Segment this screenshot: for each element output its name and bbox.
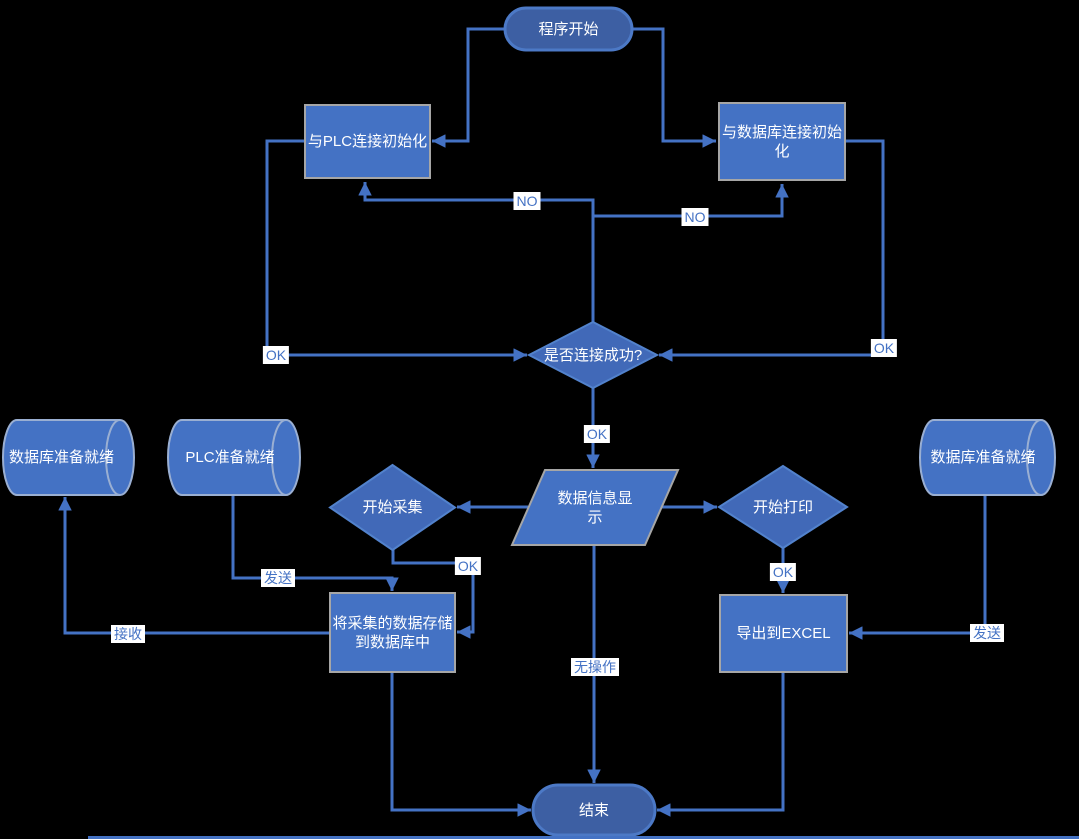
node-plc-ready-shape — [167, 419, 301, 496]
node-export-excel-shape — [719, 594, 848, 673]
connector-store-to-db-ready-left — [58, 497, 330, 635]
node-db-ready-left-shape — [2, 419, 135, 496]
connector-db-ready-right-to-export — [849, 495, 987, 640]
node-plc-ready-seam — [271, 419, 287, 496]
node-end-shape — [531, 783, 657, 837]
connector-no-to-plc-init — [358, 182, 595, 322]
node-start-print-shape — [717, 464, 849, 550]
connector-plc-ready-to-store — [231, 495, 399, 591]
node-db-ready-left-seam — [105, 419, 121, 496]
node-connect-success-shape — [526, 320, 660, 390]
connector-store-to-end — [390, 672, 531, 817]
node-start-collect-shape — [328, 463, 457, 552]
node-store-data-shape — [329, 592, 456, 673]
connector-ok-db-init-to-decision — [659, 139, 885, 362]
node-db-ready-right-seam — [1026, 419, 1042, 496]
node-db-init-shape — [718, 102, 846, 181]
connector-export-to-end — [657, 672, 785, 817]
connector-start-to-plc-init — [432, 27, 505, 148]
connector-ok-plc-init-to-decision — [265, 139, 527, 362]
bottom-edge-strip — [88, 836, 1079, 839]
node-data-display-shape — [510, 469, 680, 546]
node-db-ready-right-shape — [919, 419, 1056, 496]
node-plc-init-shape — [304, 104, 431, 179]
node-start-shape — [503, 6, 634, 52]
connector-start-to-db-init — [632, 27, 716, 148]
connector-no-to-db-init — [593, 184, 789, 218]
